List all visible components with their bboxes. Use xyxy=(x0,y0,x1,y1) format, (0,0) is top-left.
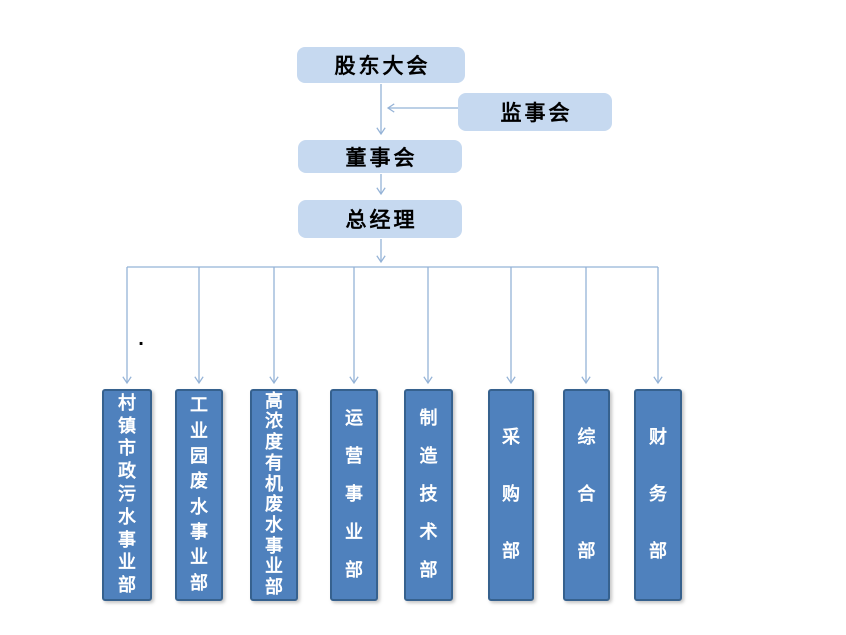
org-unit-box-2: 工业园废水事业部 xyxy=(175,389,223,601)
org-unit-label-char: 部 xyxy=(345,560,363,581)
org-unit-label-char: 村 xyxy=(118,392,136,414)
node-board-of-directors: 董事会 xyxy=(298,140,462,173)
org-unit-label-char: 园 xyxy=(190,445,208,467)
node-board-label: 董事会 xyxy=(345,145,418,170)
node-shareholders-label: 股东大会 xyxy=(334,54,431,78)
org-unit-label-char: 水 xyxy=(118,506,136,528)
org-unit-box-5: 制造技术部 xyxy=(404,389,453,601)
org-unit-label-char: 事 xyxy=(190,521,208,543)
org-unit-label-char: 部 xyxy=(649,541,667,562)
org-unit-label-char: 高 xyxy=(265,390,283,412)
org-unit-label-char: 事 xyxy=(265,535,283,557)
org-unit-label-char: 事 xyxy=(345,484,363,505)
node-supervisory-board: 监事会 xyxy=(458,93,612,131)
org-unit-label-char: 度 xyxy=(265,432,283,454)
org-unit-label-char: 政 xyxy=(118,461,136,483)
org-unit-label-char: 合 xyxy=(577,484,596,505)
org-unit-label-char: 事 xyxy=(118,529,136,551)
node-shareholders-meeting: 股东大会 xyxy=(297,47,465,83)
org-unit-label-char: 财 xyxy=(649,427,667,448)
org-unit-label-char: 水 xyxy=(190,496,208,518)
node-gm-label: 总经理 xyxy=(345,208,418,232)
org-unit-label-char: 采 xyxy=(502,427,520,448)
org-unit-label-char: 浓 xyxy=(265,411,283,433)
org-unit-box-8: 财务部 xyxy=(634,389,682,601)
org-unit-label-char: 镇 xyxy=(118,415,136,437)
org-unit-box-6: 采购部 xyxy=(488,389,534,601)
org-unit-label-char: 业 xyxy=(345,522,363,543)
org-unit-label-char: 业 xyxy=(265,556,283,578)
org-unit-label-char: 有 xyxy=(265,452,283,474)
stray-dot: . xyxy=(138,330,145,349)
org-unit-label-char: 部 xyxy=(265,577,283,599)
org-unit-box-1: 村镇市政污水事业部 xyxy=(102,389,152,601)
org-unit-label-char: 工 xyxy=(190,395,208,417)
org-unit-label-char: 部 xyxy=(190,572,208,594)
org-unit-label-char: 部 xyxy=(419,560,438,581)
org-unit-label-char: 污 xyxy=(118,483,136,505)
org-unit-box-7: 综合部 xyxy=(563,389,610,601)
org-unit-label-char: 部 xyxy=(118,575,136,597)
org-unit-label-char: 市 xyxy=(118,438,136,460)
org-unit-label-char: 运 xyxy=(345,408,363,429)
org-unit-label-char: 造 xyxy=(419,446,438,467)
org-unit-label-char: 制 xyxy=(419,408,438,429)
org-unit-box-3: 高浓度有机废水事业部 xyxy=(250,389,298,601)
node-general-manager: 总经理 xyxy=(298,200,462,238)
org-unit-label-char: 营 xyxy=(345,446,363,467)
org-unit-label-char: 术 xyxy=(419,522,438,543)
org-unit-label-char: 业 xyxy=(190,547,208,569)
org-unit-label-char: 购 xyxy=(502,484,520,505)
org-unit-label-char: 业 xyxy=(118,552,136,574)
org-unit-label-char: 部 xyxy=(577,541,596,562)
org-unit-label-char: 机 xyxy=(265,473,283,495)
org-unit-label-char: 废 xyxy=(265,494,283,516)
org-unit-box-4: 运营事业部 xyxy=(330,389,378,601)
org-unit-label-char: 务 xyxy=(649,484,667,505)
org-unit-label-char: 废 xyxy=(190,471,208,493)
org-unit-label-char: 综 xyxy=(577,427,596,448)
org-unit-label-char: 技 xyxy=(419,484,438,505)
org-unit-label-char: 水 xyxy=(265,515,283,537)
org-unit-label-char: 部 xyxy=(502,541,520,562)
org-unit-label-char: 业 xyxy=(190,420,208,442)
node-supervisory-label: 监事会 xyxy=(500,101,573,125)
